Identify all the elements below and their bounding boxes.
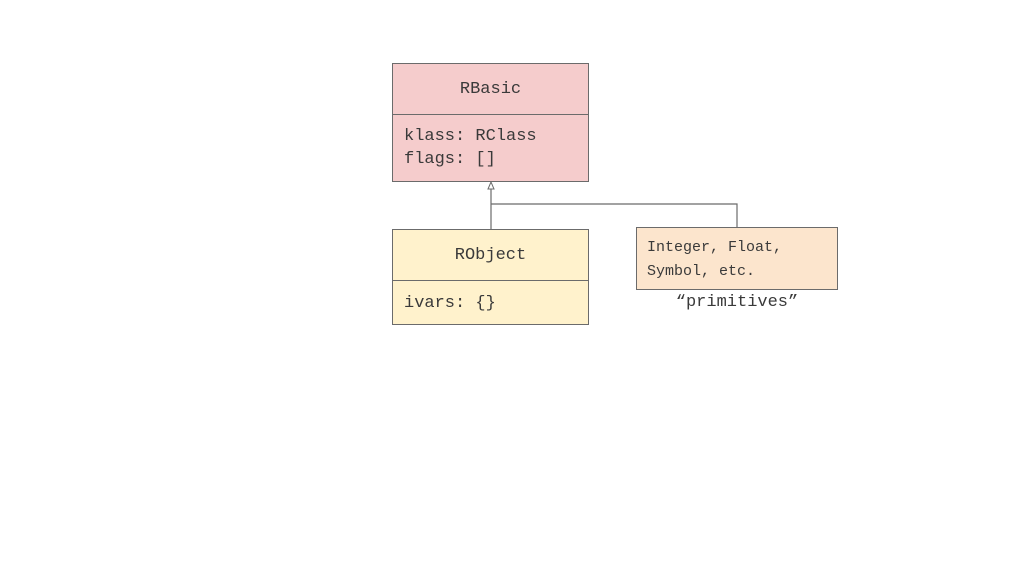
- primitives-to-rbasic-line: [491, 203, 738, 227]
- robject-class-name: RObject: [393, 230, 588, 281]
- robject-fields: ivars: {}: [393, 281, 588, 315]
- primitives-box: Integer, Float, Symbol, etc.: [636, 227, 838, 290]
- robject-field-ivars: ivars: {}: [404, 294, 496, 313]
- primitives-line-2: Symbol, etc.: [647, 263, 756, 280]
- rbasic-field-klass: klass: RClass: [404, 127, 537, 146]
- rbasic-field-flags: flags: []: [404, 150, 496, 169]
- primitives-line-1: Integer, Float,: [647, 239, 783, 256]
- rbasic-class-box: RBasic klass: RClass flags: []: [392, 63, 589, 182]
- robject-class-box: RObject ivars: {}: [392, 229, 589, 325]
- inheritance-arrowhead-icon: [487, 180, 495, 190]
- rbasic-fields: klass: RClass flags: []: [393, 115, 588, 171]
- rbasic-class-name: RBasic: [393, 64, 588, 115]
- primitives-caption: “primitives”: [675, 293, 799, 312]
